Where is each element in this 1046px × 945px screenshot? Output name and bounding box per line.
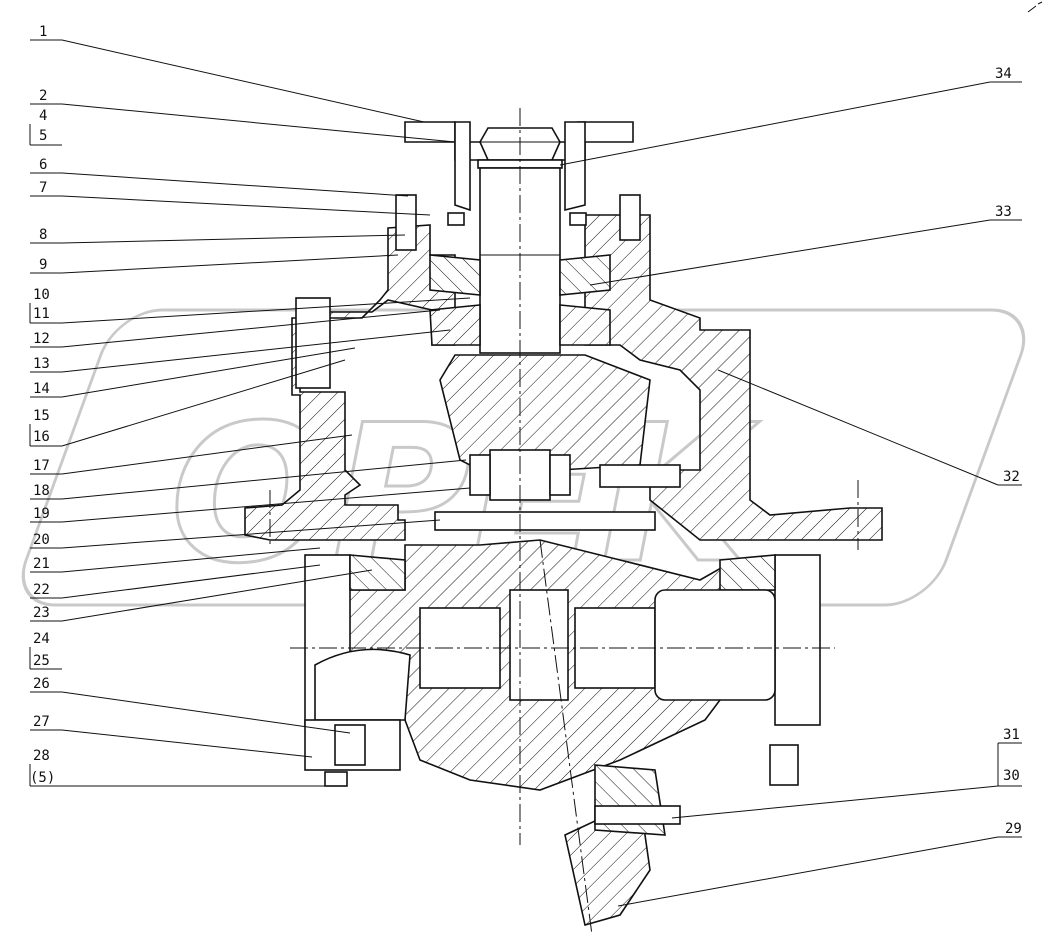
flange-neck	[454, 121, 586, 212]
callout-10: 10	[33, 287, 50, 303]
callout-20: 20	[33, 532, 50, 548]
seal-right	[569, 212, 587, 226]
callout-5: 5	[39, 128, 47, 144]
callout-32: 32	[1003, 469, 1020, 485]
right-shaft-extension	[654, 589, 776, 701]
callout-29: 29	[1005, 821, 1022, 837]
housing-bolt-left	[295, 297, 331, 389]
callout-23: 23	[33, 605, 50, 621]
right-bearing-cap	[774, 554, 821, 726]
callout-17: 17	[33, 458, 50, 474]
callout-12: 12	[33, 331, 50, 347]
inclined-centerline	[539, 539, 593, 936]
callout-16: 16	[33, 429, 50, 445]
callout-2: 2	[39, 88, 47, 104]
upper-bearing-right	[559, 254, 611, 296]
callout-28: 28	[33, 748, 50, 764]
cover-bolt-right	[619, 194, 641, 241]
cover-bolt-left	[395, 194, 417, 251]
right-side-bearing	[719, 554, 776, 591]
callout-15: 15	[33, 408, 50, 424]
callout-30: 30	[1003, 768, 1020, 784]
differential-assembly	[244, 108, 883, 936]
callout-24: 24	[33, 631, 50, 647]
callout-7: 7	[39, 180, 47, 196]
callout-34: 34	[995, 66, 1012, 82]
callout-26: 26	[33, 676, 50, 692]
callout-8: 8	[39, 227, 47, 243]
callout-9: 9	[39, 257, 47, 273]
corner-mark	[1027, 1, 1043, 13]
callout-5b: (5)	[30, 770, 55, 786]
callouts-right: 34 33 32 31 30 29	[559, 66, 1022, 907]
callout-11: 11	[33, 306, 50, 322]
housing-right	[584, 214, 883, 541]
callout-1: 1	[39, 24, 47, 40]
left-side-bearing	[349, 554, 406, 591]
ring-gear-bolt	[594, 805, 681, 825]
callouts-left: 1 2 4 5 6 7 8 9 10 11 12 13 14 15 16 17 …	[29, 24, 471, 787]
spider-pin	[509, 589, 569, 701]
lower-bearing-right	[559, 304, 611, 346]
callout-18: 18	[33, 483, 50, 499]
horizontal-bolt	[434, 511, 656, 531]
callout-14: 14	[33, 381, 50, 397]
right-lock-bolt	[769, 744, 799, 786]
callout-27: 27	[33, 714, 50, 730]
callout-31: 31	[1003, 727, 1020, 743]
callout-21: 21	[33, 556, 50, 572]
adjusting-nut-lock	[314, 648, 411, 721]
lower-bearing-left	[429, 304, 481, 346]
callout-22: 22	[33, 582, 50, 598]
upper-bearing-left	[429, 254, 481, 296]
callout-4: 4	[39, 108, 47, 124]
callout-33: 33	[995, 204, 1012, 220]
seal-left	[447, 212, 465, 226]
callout-6: 6	[39, 157, 47, 173]
callout-25: 25	[33, 653, 50, 669]
callout-13: 13	[33, 356, 50, 372]
callout-19: 19	[33, 506, 50, 522]
lock-bolt	[324, 771, 348, 787]
